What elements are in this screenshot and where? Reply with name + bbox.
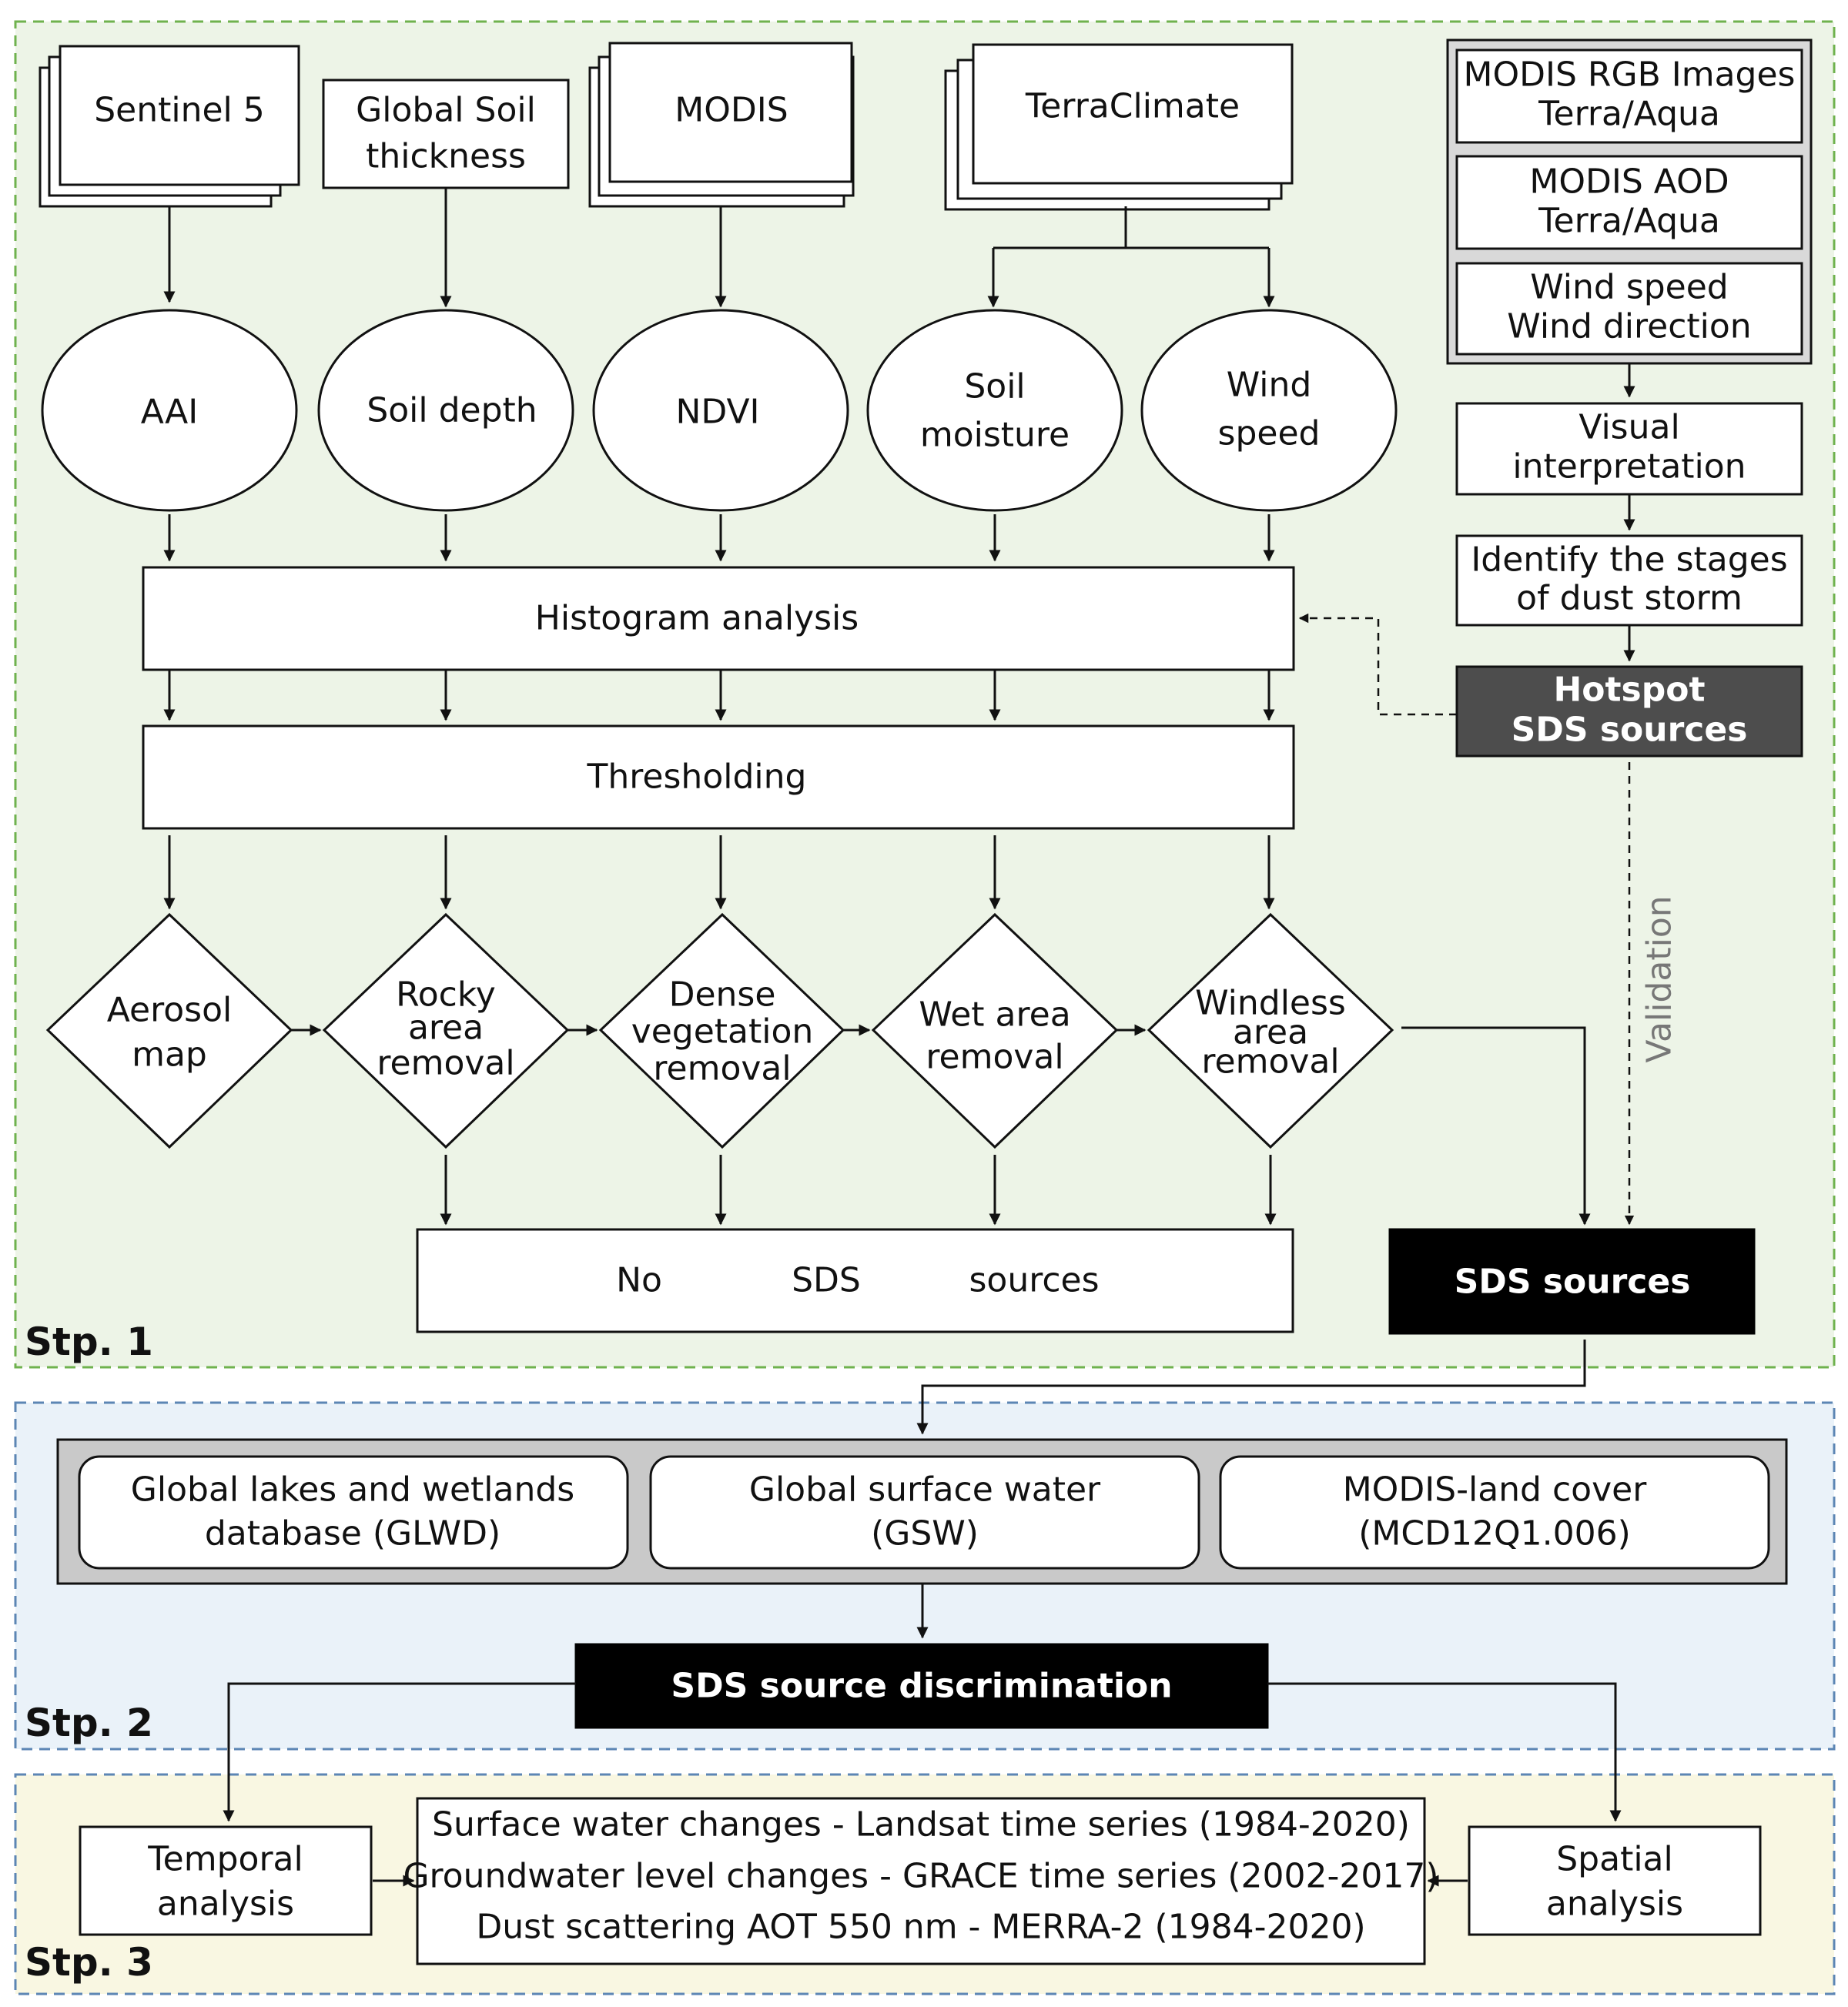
wet-area-removal-diamond: Wet area removal xyxy=(871,912,1119,1149)
gsw-box: Global surface water (GSW) xyxy=(649,1455,1200,1570)
soil-moisture-ellipse: Soil moisture xyxy=(866,309,1123,512)
modis-land-cover-box: MODIS-land cover (MCD12Q1.006) xyxy=(1219,1455,1770,1570)
step3-label: Stp. 3 xyxy=(25,1940,153,1985)
discrimination-label: SDS source discrimination xyxy=(671,1667,1172,1706)
ndvi-label: NDVI xyxy=(675,393,759,432)
temporal-label-1: Temporal xyxy=(147,1840,303,1879)
dashed-connectors xyxy=(1298,613,1635,1226)
visual-label-1: Visual xyxy=(1578,408,1679,447)
windless-area-removal-diamond: Windless area removal xyxy=(1147,912,1394,1149)
stages-label-2: of dust storm xyxy=(1516,579,1743,618)
satellite-data-group: MODIS RGB Images Terra/Aqua MODIS AOD Te… xyxy=(1446,38,1813,365)
gsw-label-1: Global surface water xyxy=(749,1470,1101,1510)
glwd-label-2: database (GLWD) xyxy=(205,1514,500,1554)
ndvi-ellipse: NDVI xyxy=(592,309,849,512)
wind-speed-ellipse: Wind speed xyxy=(1140,309,1398,512)
global-soil-thickness-input: Global Soil thickness xyxy=(322,79,570,189)
thresholding-label: Thresholding xyxy=(587,758,807,797)
input-arrows xyxy=(163,188,1275,308)
changes-box: Surface water changes - Landsat time ser… xyxy=(403,1797,1439,1965)
visual-interpretation-box: Visual interpretation xyxy=(1455,402,1803,496)
spatial-label-1: Spatial xyxy=(1556,1840,1673,1879)
soil-moisture-label-1: Soil xyxy=(964,367,1025,406)
temporal-label-2: analysis xyxy=(157,1885,294,1924)
sds-sources-box: SDS sources xyxy=(1388,1228,1756,1335)
sentinel-5-input: Sentinel 5 xyxy=(38,45,300,208)
modis-aod-label-1: MODIS AOD xyxy=(1529,162,1729,202)
sds-sources-label: SDS sources xyxy=(1455,1263,1691,1302)
soil-moisture-label-2: moisture xyxy=(920,416,1070,455)
soil-thickness-label-1: Global Soil xyxy=(356,91,536,130)
windless-label-3: removal xyxy=(1201,1042,1339,1082)
wet-label-1: Wet area xyxy=(919,995,1070,1035)
terraclimate-input: TerraClimate xyxy=(944,43,1294,211)
hotspot-label-1: Hotspot xyxy=(1553,671,1705,710)
soil-depth-label: Soil depth xyxy=(367,391,537,430)
terraclimate-label: TerraClimate xyxy=(1025,87,1240,126)
modis-lc-label-2: (MCD12Q1.006) xyxy=(1358,1514,1630,1554)
aerosol-map-diamond: Aerosol map xyxy=(45,912,293,1149)
thresholding-box: Thresholding xyxy=(142,724,1295,830)
no-sds-word-1: No xyxy=(616,1261,662,1300)
modis-lc-label-1: MODIS-land cover xyxy=(1343,1470,1647,1510)
no-sds-sources-box: No SDS sources xyxy=(416,1228,1294,1333)
discrimination-arrows xyxy=(223,1682,1622,1822)
histogram-analysis-box: Histogram analysis xyxy=(142,566,1295,671)
sentinel-label: Sentinel 5 xyxy=(94,91,265,130)
wind-label-2: Wind direction xyxy=(1507,307,1751,346)
glwd-label-1: Global lakes and wetlands xyxy=(131,1470,574,1510)
sds-to-step2-arrow xyxy=(916,1340,1586,1435)
aai-ellipse: AAI xyxy=(41,309,298,512)
variable-arrows xyxy=(163,514,1275,562)
spatial-analysis-box: Spatial analysis xyxy=(1468,1825,1762,1936)
histogram-arrows xyxy=(163,670,1275,721)
step1-label: Stp. 1 xyxy=(25,1320,153,1364)
rocky-label-1: Rocky xyxy=(396,975,496,1015)
aerosol-label-2: map xyxy=(132,1035,207,1075)
spatial-label-2: analysis xyxy=(1546,1885,1683,1924)
dense-label-2: vegetation xyxy=(631,1012,814,1052)
modis-rgb-label-1: MODIS RGB Images xyxy=(1464,55,1796,95)
soil-depth-ellipse: Soil depth xyxy=(317,309,574,512)
modis-aod-label-2: Terra/Aqua xyxy=(1538,202,1720,241)
changes-line-3: Dust scattering AOT 550 nm - MERRA-2 (19… xyxy=(476,1908,1365,1947)
no-sds-word-2: SDS xyxy=(792,1261,861,1300)
stages-label-1: Identify the stages xyxy=(1471,540,1787,580)
wet-label-2: removal xyxy=(926,1038,1063,1077)
rocky-label-3: removal xyxy=(377,1044,514,1083)
changes-line-1: Surface water changes - Landsat time ser… xyxy=(432,1805,1410,1845)
dense-label-1: Dense xyxy=(669,975,776,1015)
rocky-area-removal-diamond: Rocky area removal xyxy=(322,912,570,1149)
modis-input: MODIS xyxy=(588,42,855,208)
step2-label: Stp. 2 xyxy=(25,1701,153,1745)
changes-line-2: Groundwater level changes - GRACE time s… xyxy=(403,1857,1438,1896)
sds-source-discrimination-box: SDS source discrimination xyxy=(574,1643,1269,1729)
dense-label-3: removal xyxy=(653,1049,791,1089)
wind-speed-label-1: Wind xyxy=(1227,366,1312,405)
wind-label-1: Wind speed xyxy=(1530,268,1729,307)
modis-rgb-label-2: Terra/Aqua xyxy=(1538,95,1720,134)
modis-label: MODIS xyxy=(675,91,788,130)
windless-label-2: area xyxy=(1233,1013,1308,1052)
visual-label-2: interpretation xyxy=(1512,447,1746,487)
threshold-arrows xyxy=(163,835,1275,910)
gsw-label-2: (GSW) xyxy=(871,1514,979,1554)
hotspot-label-2: SDS sources xyxy=(1512,711,1748,750)
identify-stages-box: Identify the stages of dust storm xyxy=(1455,534,1803,627)
temporal-analysis-box: Temporal analysis xyxy=(79,1825,373,1936)
aai-label: AAI xyxy=(141,393,198,432)
wind-speed-label-2: speed xyxy=(1218,414,1321,453)
rocky-label-2: area xyxy=(408,1009,484,1048)
glwd-box: Global lakes and wetlands database (GLWD… xyxy=(78,1455,629,1570)
aerosol-label-1: Aerosol xyxy=(107,991,233,1030)
decision-arrows xyxy=(291,1024,1591,1226)
hotspot-sds-sources-box: Hotspot SDS sources xyxy=(1455,665,1803,758)
soil-thickness-label-2: thickness xyxy=(366,137,526,176)
no-sds-word-3: sources xyxy=(969,1261,1099,1300)
histogram-label: Histogram analysis xyxy=(535,599,859,638)
windless-label-1: Windless xyxy=(1195,984,1346,1023)
dense-vegetation-removal-diamond: Dense vegetation removal xyxy=(598,912,845,1149)
validation-label: Validation xyxy=(1640,895,1679,1062)
